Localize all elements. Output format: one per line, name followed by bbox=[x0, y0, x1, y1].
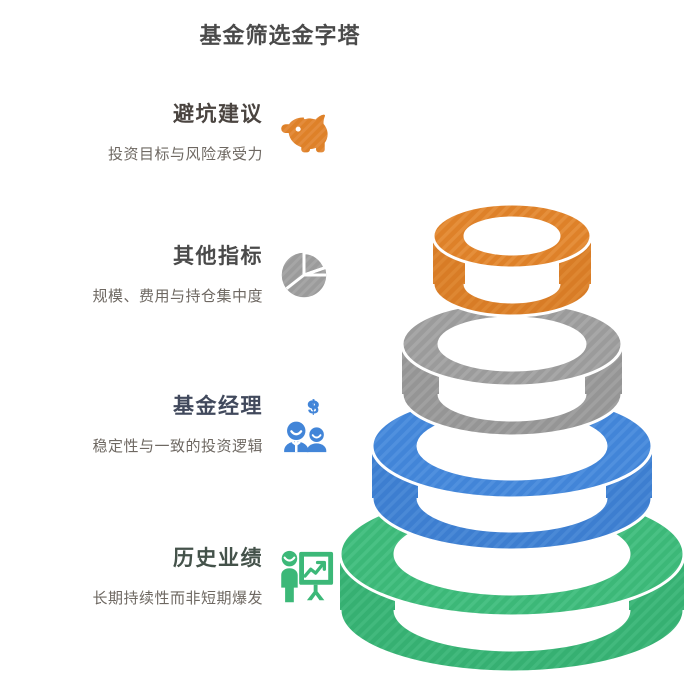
level-subtitle: 长期持续性而非短期爆发 bbox=[92, 590, 263, 607]
level-row-jijinjingli: 基金经理 稳定性与一致的投资逻辑 $ bbox=[0, 392, 335, 488]
ring-pyramid-graphic bbox=[330, 88, 695, 694]
ring-level-bikeng bbox=[330, 198, 695, 318]
level-subtitle: 稳定性与一致的投资逻辑 bbox=[92, 438, 263, 455]
level-row-lishiyeji: 历史业绩 长期持续性而非短期爆发 bbox=[0, 544, 335, 640]
level-subtitle: 规模、费用与持仓集中度 bbox=[92, 288, 263, 305]
svg-text:$: $ bbox=[308, 396, 319, 418]
presentation-growth-icon bbox=[273, 546, 335, 608]
level-row-bikeng: 避坑建议 投资目标与风险承受力 bbox=[0, 100, 335, 196]
level-text-block: 基金经理 稳定性与一致的投资逻辑 bbox=[0, 392, 273, 458]
page-title: 基金筛选金字塔 bbox=[199, 23, 361, 48]
level-text-block: 其他指标 规模、费用与持仓集中度 bbox=[0, 242, 273, 308]
level-subtitle: 投资目标与风险承受力 bbox=[107, 146, 263, 163]
people-money-icon: $ bbox=[273, 394, 335, 456]
level-heading: 历史业绩 bbox=[173, 547, 263, 570]
level-text-block: 避坑建议 投资目标与风险承受力 bbox=[0, 100, 273, 166]
level-heading: 其他指标 bbox=[173, 245, 263, 268]
piggy-bank-icon bbox=[273, 102, 335, 164]
level-heading: 避坑建议 bbox=[173, 103, 263, 126]
level-heading: 基金经理 bbox=[173, 395, 263, 418]
level-label-column: 避坑建议 投资目标与风险承受力 其他指标 规模、费用与持仓集中度 bbox=[0, 0, 335, 694]
pie-chart-icon bbox=[273, 244, 335, 306]
level-row-qitazhibiao: 其他指标 规模、费用与持仓集中度 bbox=[0, 242, 335, 338]
level-text-block: 历史业绩 长期持续性而非短期爆发 bbox=[0, 544, 273, 610]
